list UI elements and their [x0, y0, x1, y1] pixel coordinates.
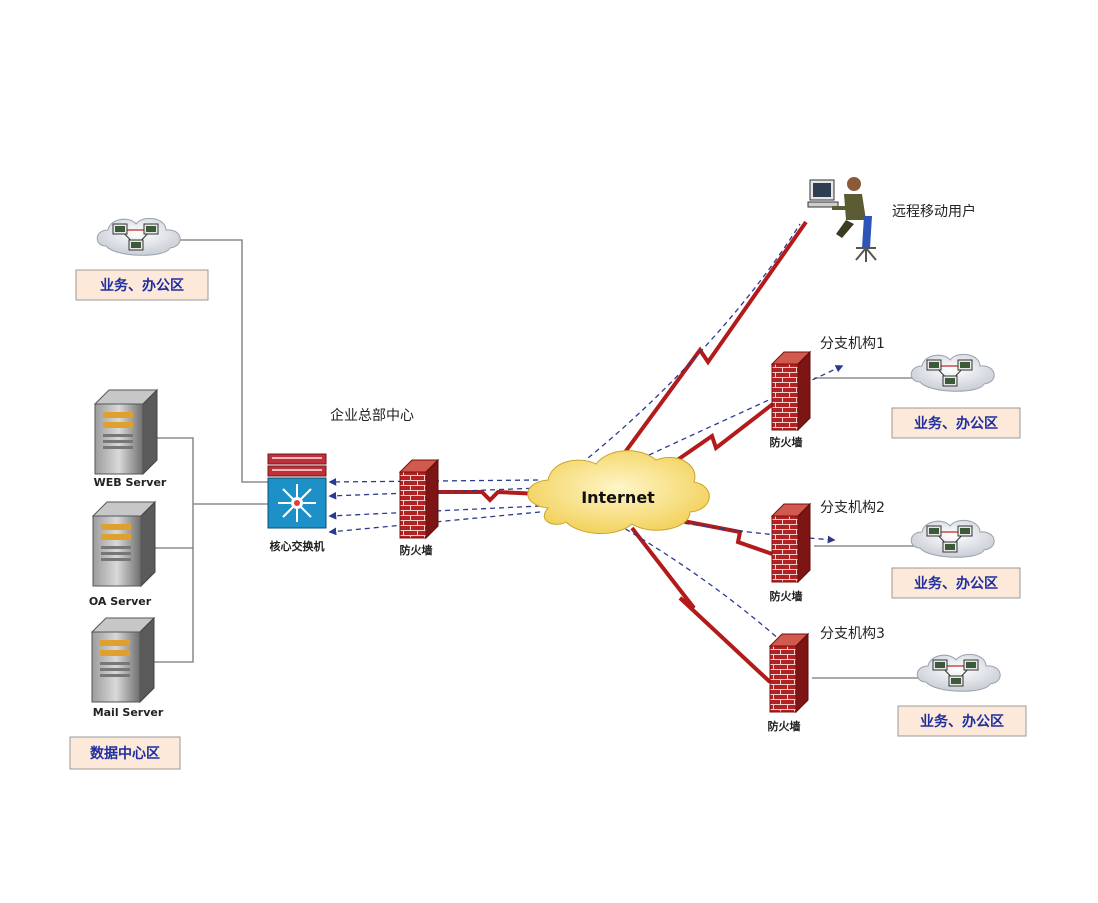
wan-links — [436, 220, 808, 684]
branch3-office-zone-box: 业务、办公区 — [897, 705, 1027, 737]
cloud-lan-icon — [916, 653, 1001, 692]
branch3-firewall-label: 防火墙 — [768, 719, 801, 733]
cloud-lan-icon — [910, 353, 995, 392]
data-center-zone-label: 数据中心区 — [90, 745, 160, 762]
link-office-to-switch — [180, 239, 270, 483]
branch3-label: 分支机构3 — [820, 626, 885, 642]
web-server-label: WEB Server — [94, 476, 167, 489]
office-zone-label: 业务、办公区 — [914, 575, 998, 592]
branch1-firewall-label: 防火墙 — [770, 435, 803, 449]
lan-links — [150, 239, 925, 679]
office-zone-label: 业务、办公区 — [914, 415, 998, 432]
server-icon — [92, 501, 156, 587]
cloud-lan-icon — [96, 217, 181, 256]
link-server-bus — [150, 437, 194, 663]
office-zone-label: 业务、办公区 — [100, 277, 184, 294]
branch2-firewall-label: 防火墙 — [770, 589, 803, 603]
vpn-hq-2 — [328, 487, 541, 500]
wan-branch1 — [658, 398, 780, 474]
firewall-icon — [771, 351, 811, 431]
hq-center-label: 企业总部中心 — [330, 407, 414, 424]
wan-remote — [610, 220, 808, 472]
internet-cloud-icon: Internet — [527, 450, 710, 535]
vpn-hq-1 — [328, 478, 539, 486]
internet-label: Internet — [581, 488, 655, 507]
firewall-icon — [769, 633, 809, 713]
hq-firewall-label: 防火墙 — [400, 543, 433, 557]
cloud-lan-icon — [910, 519, 995, 558]
office-zone-label: 业务、办公区 — [920, 713, 1004, 730]
wan-branch2 — [677, 518, 779, 558]
vpn-hq-3 — [328, 505, 541, 520]
core-switch-icon — [267, 453, 327, 529]
mail-server-label: Mail Server — [93, 706, 164, 719]
branch1-label: 分支机构1 — [820, 336, 885, 352]
data-center-zone-box: 数据中心区 — [69, 736, 181, 770]
wan-hq — [436, 489, 541, 503]
hq-office-zone-box: 业务、办公区 — [75, 269, 209, 301]
server-icon — [91, 617, 155, 703]
wan-branch3 — [630, 526, 772, 684]
remote-user-label: 远程移动用户 — [892, 203, 976, 220]
vpn-branch3 — [609, 519, 808, 666]
branch1-office-zone-box: 业务、办公区 — [891, 407, 1021, 439]
remote-user-icon — [807, 177, 877, 262]
vpn-hq-4 — [328, 511, 541, 536]
firewall-icon — [399, 459, 439, 539]
vpn-branch1 — [599, 365, 844, 479]
vpn-tunnels — [328, 223, 844, 666]
core-switch-label: 核心交换机 — [270, 539, 325, 553]
branch2-office-zone-box: 业务、办公区 — [891, 567, 1021, 599]
firewall-icon — [771, 503, 811, 583]
server-icon — [94, 389, 158, 475]
vpn-remote — [559, 223, 801, 481]
branch2-label: 分支机构2 — [820, 500, 885, 516]
oa-server-label: OA Server — [89, 595, 152, 608]
